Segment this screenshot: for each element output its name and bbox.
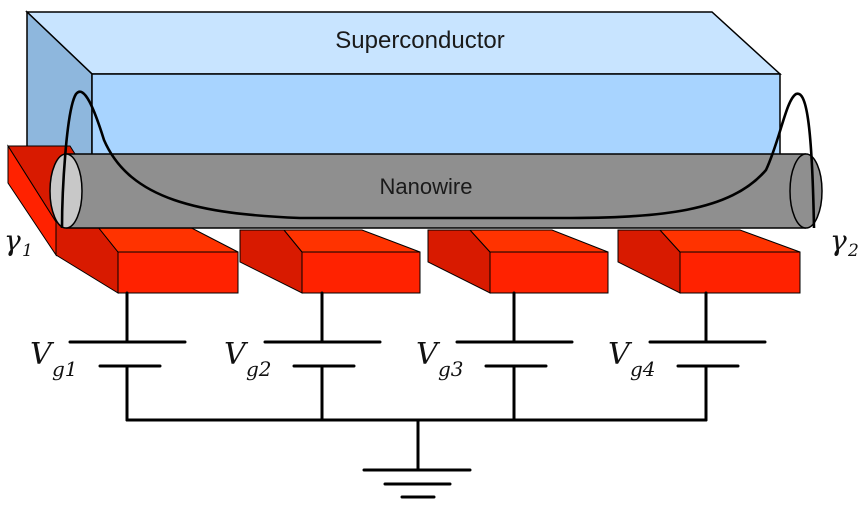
nanowire-body (66, 154, 806, 228)
gamma-right-subscript: 2 (847, 241, 859, 261)
gate-electrode-4 (617, 229, 801, 294)
gate-voltage-3-symbol: V (416, 337, 441, 372)
gate-voltage-label-1: V g1 (30, 337, 78, 381)
gamma-left-symbol: γ (4, 224, 21, 257)
nanowire: Nanowire (49, 153, 823, 229)
gate-voltage-4-subscript: g4 (630, 357, 656, 381)
gamma-left-subscript: 1 (22, 241, 33, 261)
gate-voltage-1-subscript: g1 (52, 357, 78, 381)
gate-electrode-3 (427, 229, 609, 294)
superconductor-label: Superconductor (335, 27, 504, 54)
gate-electrode-1 (55, 221, 239, 294)
gate-voltage-label-3: V g3 (416, 337, 464, 381)
gate-voltage-label-4: V g4 (608, 337, 656, 381)
gate-circuit (68, 291, 767, 499)
gamma-left-label: γ 1 (4, 224, 33, 261)
gate-electrode-2 (239, 229, 421, 294)
gate-voltage-label-2: V g2 (224, 337, 272, 381)
nanowire-left-end (49, 153, 83, 229)
nanowire-label: Nanowire (380, 174, 473, 199)
nanowire-right-end (789, 153, 823, 229)
gate-voltage-2-symbol: V (224, 337, 249, 372)
ground-icon (362, 468, 472, 499)
gamma-right-symbol: γ (830, 224, 847, 257)
gate-voltage-2-subscript: g2 (246, 357, 272, 381)
gate-voltage-4-symbol: V (608, 337, 633, 372)
gate-voltage-3-subscript: g3 (438, 357, 464, 381)
majorana-wavefunction (60, 90, 816, 229)
gate-voltage-1-symbol: V (30, 337, 55, 372)
gamma-right-label: γ 2 (830, 224, 859, 261)
